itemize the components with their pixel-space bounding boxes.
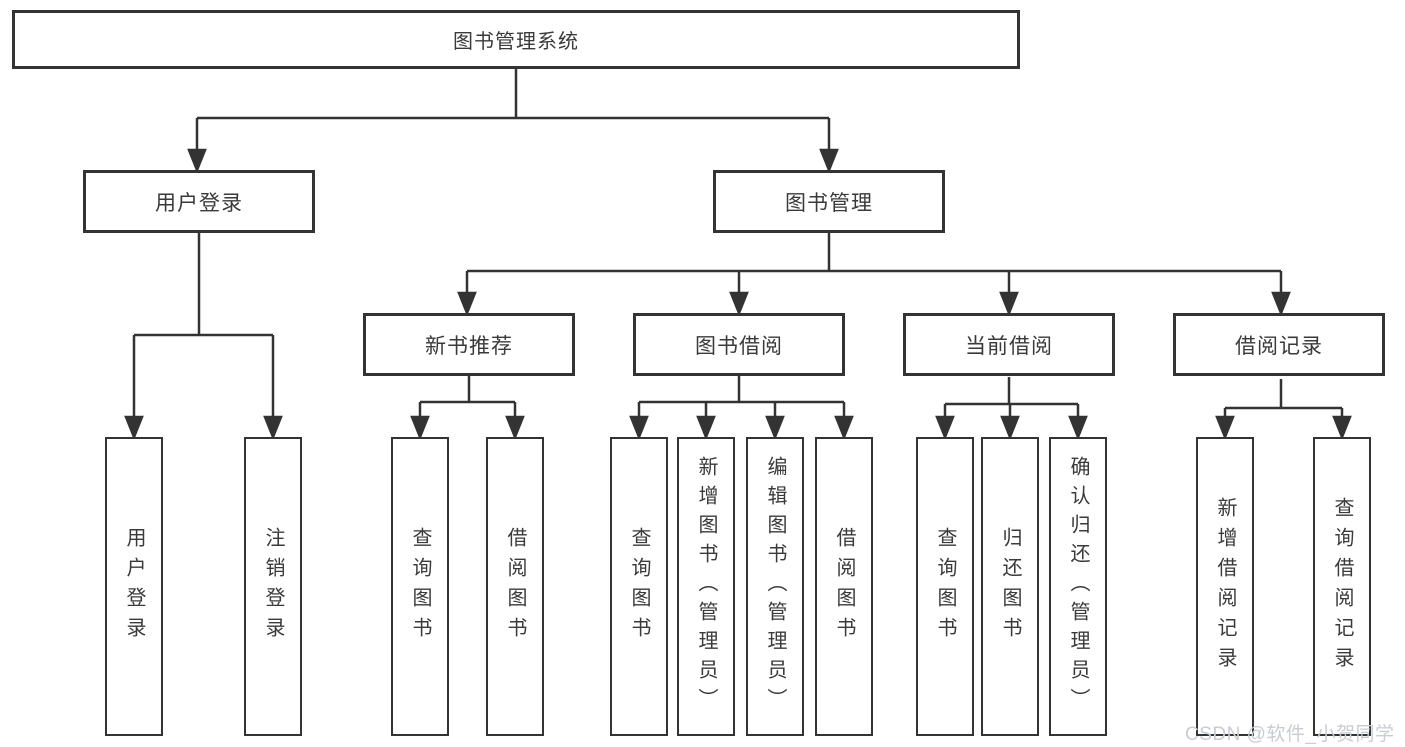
leaf-borrow-books: 借阅图书 [815, 437, 873, 736]
leaf-label: 查询借阅记录 [1331, 496, 1353, 677]
leaf-add-borrow-record: 新增借阅记录 [1196, 437, 1254, 736]
leaf-label: 用户登录 [123, 526, 145, 647]
arrowhead [834, 415, 854, 441]
arrowhead [410, 415, 430, 441]
leaf-query-borrow-record: 查询借阅记录 [1313, 437, 1371, 736]
leaf-user-login: 用户登录 [105, 437, 163, 736]
leaf-label: 确认归还（管理员） [1067, 456, 1089, 717]
node-book-borrow: 图书借阅 [633, 313, 845, 376]
node-user-login: 用户登录 [83, 170, 315, 233]
arrowhead [263, 415, 283, 441]
leaf-label: 编辑图书（管理员） [764, 456, 786, 717]
leaf-label: 查询图书 [628, 526, 650, 647]
node-book-management: 图书管理 [713, 170, 945, 233]
arrowhead [505, 415, 525, 441]
leaf-confirm-return-admin: 确认归还（管理员） [1049, 437, 1107, 736]
leaf-label: 借阅图书 [833, 526, 855, 647]
leaf-label: 借阅图书 [504, 526, 526, 647]
leaf-logout: 注销登录 [244, 437, 302, 736]
arrowhead [729, 291, 749, 317]
leaf-return-books: 归还图书 [981, 437, 1039, 736]
arrowhead [1271, 291, 1291, 317]
node-new-book-recommend: 新书推荐 [363, 313, 575, 376]
arrowhead [1215, 415, 1235, 441]
leaf-label: 新增借阅记录 [1214, 496, 1236, 677]
leaf-label: 注销登录 [262, 526, 284, 647]
arrowhead [457, 291, 477, 317]
leaf-query-books-current: 查询图书 [916, 437, 974, 736]
arrowhead [187, 148, 207, 174]
node-borrow-records: 借阅记录 [1173, 313, 1385, 376]
arrowhead [696, 415, 716, 441]
leaf-edit-books-admin: 编辑图书（管理员） [746, 437, 804, 736]
node-root-system: 图书管理系统 [12, 10, 1020, 69]
arrowhead [124, 415, 144, 441]
leaf-query-books-recommend: 查询图书 [391, 437, 449, 736]
leaf-label: 新增图书（管理员） [695, 456, 717, 717]
arrowhead [1332, 415, 1352, 441]
arrowhead [935, 415, 955, 441]
arrowhead [819, 148, 839, 174]
leaf-borrow-books-recommend: 借阅图书 [486, 437, 544, 736]
leaf-label: 查询图书 [934, 526, 956, 647]
leaf-add-books-admin: 新增图书（管理员） [677, 437, 735, 736]
leaf-label: 查询图书 [409, 526, 431, 647]
arrowhead [1000, 415, 1020, 441]
node-current-borrow: 当前借阅 [903, 313, 1115, 376]
leaf-query-books-borrow: 查询图书 [610, 437, 668, 736]
leaf-label: 归还图书 [999, 526, 1021, 647]
arrowhead [629, 415, 649, 441]
arrowhead [1068, 415, 1088, 441]
arrowhead [999, 291, 1019, 317]
arrowhead [765, 415, 785, 441]
